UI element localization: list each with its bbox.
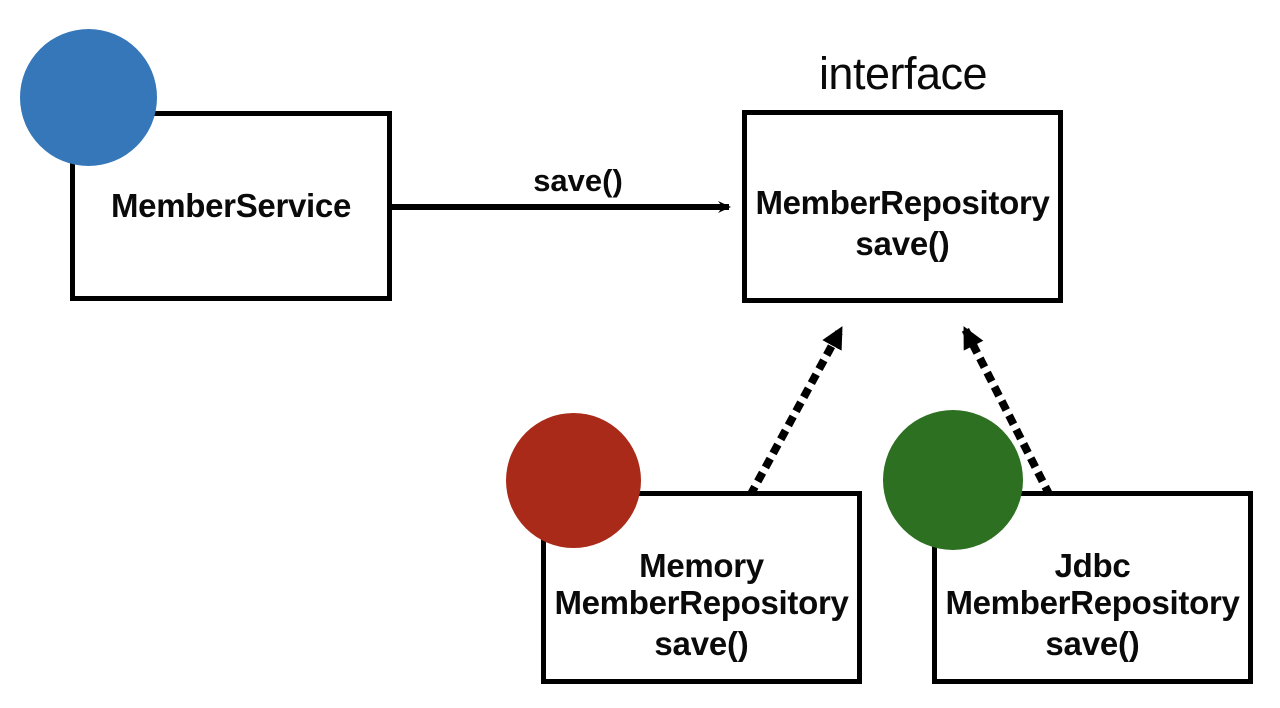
member-repository-method-save: save() bbox=[855, 224, 950, 262]
member-service-body: MemberService bbox=[75, 187, 387, 225]
red-circle-marker bbox=[506, 413, 641, 548]
memory-member-repository-body: Memory MemberRepository save() bbox=[546, 547, 857, 663]
edge-jdbc-implements bbox=[958, 321, 1054, 498]
jdbc-member-repository-method-save: save() bbox=[1045, 624, 1140, 662]
jdbc-member-repository-name-line-1: Jdbc bbox=[1054, 547, 1131, 584]
jdbc-member-repository-name-line-2: MemberRepository bbox=[945, 583, 1240, 621]
jdbc-implements-arrow bbox=[958, 321, 1054, 498]
stereotype-label-interface: interface bbox=[818, 48, 988, 99]
blue-circle-marker bbox=[20, 29, 157, 166]
memory-member-repository-name-line-1: Memory bbox=[639, 547, 764, 584]
memory-implements-arrow bbox=[746, 321, 848, 498]
member-repository-name: MemberRepository bbox=[755, 184, 1050, 221]
memory-member-repository-name-line-2: MemberRepository bbox=[554, 583, 849, 621]
edge-label-save-call: save() bbox=[533, 163, 623, 198]
green-circle-marker bbox=[883, 410, 1023, 550]
memory-member-repository-method-save: save() bbox=[654, 624, 749, 662]
class-box-member-service[interactable]: MemberService bbox=[70, 111, 392, 301]
member-repository-body: MemberRepository save() bbox=[747, 184, 1058, 263]
member-service-name: MemberService bbox=[110, 187, 352, 224]
class-box-member-repository[interactable]: MemberRepository save() bbox=[742, 110, 1063, 303]
jdbc-member-repository-body: Jdbc MemberRepository save() bbox=[937, 547, 1248, 663]
edge-memory-implements bbox=[746, 321, 848, 498]
